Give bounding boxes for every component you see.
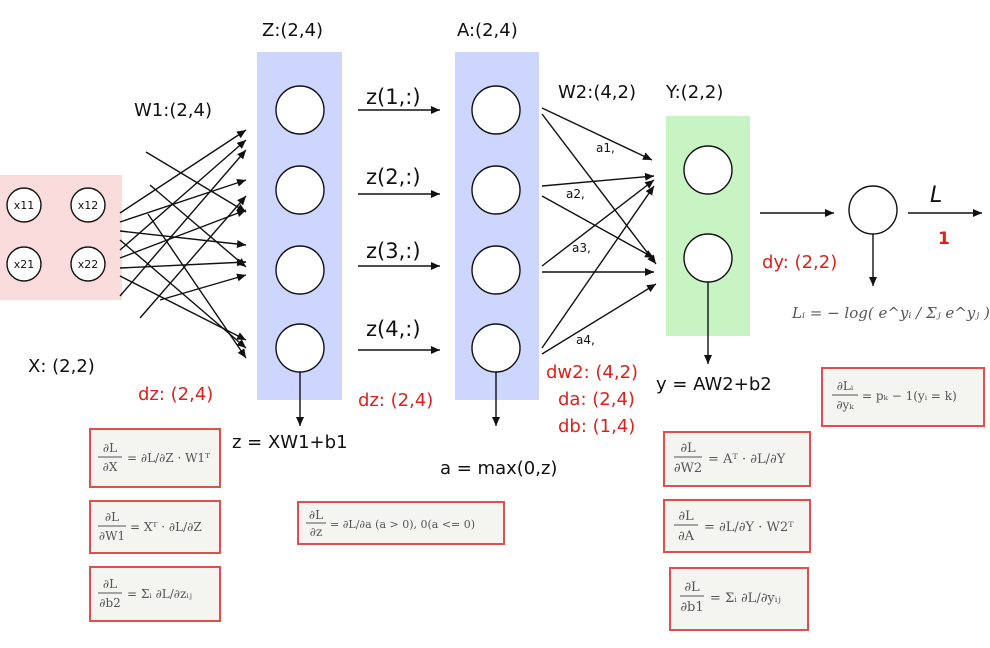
svg-text:∂W1: ∂W1: [99, 529, 125, 543]
a-node-1: [471, 85, 521, 135]
input-label-x22: x22: [78, 258, 99, 271]
z-to-a-arrows: [358, 106, 440, 354]
loss-definition: Lᵢ = − log( e^yᵢ / Σⱼ e^yⱼ ): [791, 304, 990, 322]
svg-text:= Σᵢ ∂L/∂yᵢⱼ: = Σᵢ ∂L/∂yᵢⱼ: [710, 591, 781, 606]
svg-text:∂L: ∂L: [680, 441, 696, 456]
z-equation: z = XW1+b1: [232, 432, 348, 453]
w1-connections: [119, 129, 247, 359]
x-shape-label: X: (2,2): [28, 356, 95, 377]
svg-text:= Σᵢ ∂L/∂zᵢⱼ: = Σᵢ ∂L/∂zᵢⱼ: [127, 587, 192, 601]
formula-dldx: ∂L ∂X = ∂L/∂Z · W1ᵀ: [89, 428, 221, 488]
svg-text:∂L: ∂L: [103, 441, 117, 455]
formula-dldy: ∂Lᵢ ∂yₖ = pₖ − 1(yᵢ = k): [821, 367, 985, 427]
da-annotation: da: (2,4): [558, 389, 635, 410]
svg-text:= pₖ − 1(yᵢ = k): = pₖ − 1(yᵢ = k): [862, 389, 957, 403]
w2-shape-label: W2:(4,2): [558, 82, 636, 103]
z-row-2: z(2,:): [366, 165, 421, 189]
svg-text:∂X: ∂X: [103, 460, 118, 474]
svg-text:∂L: ∂L: [105, 510, 119, 524]
svg-text:∂yₖ: ∂yₖ: [836, 398, 854, 412]
dy-annotation: dy: (2,2): [762, 252, 837, 273]
formula-dlda: ∂L ∂A = ∂L/∂Y · W2ᵀ: [663, 499, 811, 553]
svg-text:= Aᵀ · ∂L/∂Y: = Aᵀ · ∂L/∂Y: [708, 452, 786, 467]
w1-shape-label: W1:(2,4): [134, 100, 212, 121]
formula-dldw1: ∂L ∂W1 = Xᵀ · ∂L/∂Z: [89, 500, 221, 554]
z-row-4: z(4,:): [366, 317, 421, 341]
z-node-2: [275, 165, 325, 215]
z-shape-label: Z:(2,4): [262, 20, 323, 41]
y-node-2: [683, 233, 733, 283]
a-node-4: [471, 323, 521, 373]
input-node-x22: [70, 246, 106, 282]
a-row-2: a2,: [566, 187, 585, 201]
y-equation: y = AW2+b2: [656, 374, 772, 395]
dw2-annotation: dw2: (4,2): [546, 362, 638, 383]
dz-mid-annotation: dz: (2,4): [358, 390, 433, 411]
a-row-3: a3,: [572, 241, 591, 255]
y-node-1: [683, 145, 733, 195]
svg-text:∂Lᵢ: ∂Lᵢ: [837, 379, 854, 393]
input-node-x21: [6, 246, 42, 282]
svg-text:∂b1: ∂b1: [680, 600, 703, 615]
svg-text:∂z: ∂z: [310, 525, 323, 539]
svg-text:= ∂L/∂Y · W2ᵀ: = ∂L/∂Y · W2ᵀ: [704, 520, 794, 535]
svg-text:∂b2: ∂b2: [99, 596, 121, 610]
formula-dldb2: ∂L ∂b2 = Σᵢ ∂L/∂zᵢⱼ: [89, 566, 221, 622]
input-label-x11: x11: [14, 199, 35, 212]
svg-text:= ∂L/∂a (a > 0), 0(a <= 0): = ∂L/∂a (a > 0), 0(a <= 0): [330, 518, 475, 531]
svg-text:∂W2: ∂W2: [674, 461, 702, 476]
w2-connections: [541, 107, 657, 355]
a-row-1: a1,: [596, 141, 615, 155]
formula-dldw2: ∂L ∂W2 = Aᵀ · ∂L/∂Y: [663, 431, 811, 487]
db-annotation: db: (1,4): [558, 416, 635, 437]
a-row-4: a4,: [576, 333, 595, 347]
z-node-3: [275, 245, 325, 295]
z-row-1: z(1,:): [366, 85, 421, 109]
svg-text:∂A: ∂A: [678, 529, 695, 544]
svg-text:∂L: ∂L: [678, 509, 694, 524]
y-shape-label: Y:(2,2): [665, 82, 723, 103]
a-equation: a = max(0,z): [440, 458, 557, 479]
svg-text:∂L: ∂L: [684, 580, 700, 595]
z-node-1: [275, 85, 325, 135]
svg-text:= ∂L/∂Z · W1ᵀ: = ∂L/∂Z · W1ᵀ: [127, 451, 210, 465]
dz-left-annotation: dz: (2,4): [138, 384, 213, 405]
svg-text:∂L: ∂L: [103, 577, 117, 591]
loss-node: [848, 185, 898, 235]
input-node-x11: [6, 187, 42, 223]
a-node-2: [471, 165, 521, 215]
a-shape-label: A:(2,4): [457, 20, 518, 41]
svg-text:= Xᵀ · ∂L/∂Z: = Xᵀ · ∂L/∂Z: [130, 520, 202, 534]
a-node-3: [471, 245, 521, 295]
formula-dldz: ∂L ∂z = ∂L/∂a (a > 0), 0(a <= 0): [297, 501, 505, 545]
z-node-4: [275, 323, 325, 373]
z-row-3: z(3,:): [366, 239, 421, 263]
input-label-x12: x12: [78, 199, 99, 212]
formula-dldb1: ∂L ∂b1 = Σᵢ ∂L/∂yᵢⱼ: [669, 567, 809, 631]
input-node-x12: [70, 187, 106, 223]
svg-text:∂L: ∂L: [309, 508, 323, 522]
loss-label: L: [930, 183, 942, 208]
loss-value: 1: [938, 229, 950, 249]
input-label-x21: x21: [14, 258, 35, 271]
